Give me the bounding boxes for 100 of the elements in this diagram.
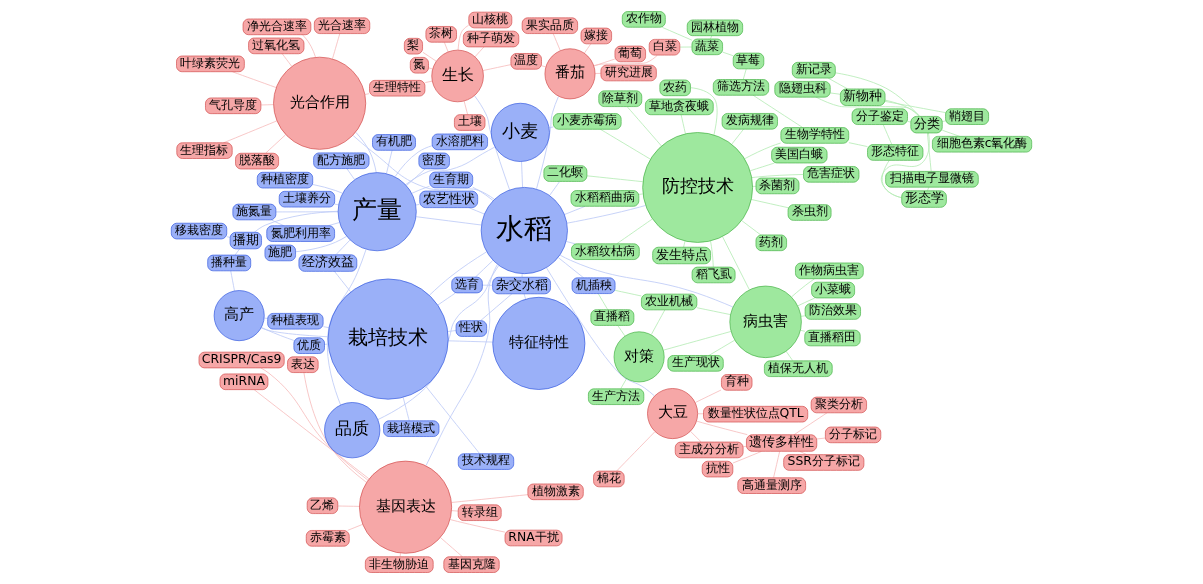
node-box: 移栽密度 (171, 222, 228, 240)
node-box: 发生特点 (652, 246, 711, 265)
node-box: 隐翅虫科 (774, 81, 831, 98)
connector (234, 248, 241, 256)
node-box: 遗传多样性 (746, 434, 818, 452)
connector (541, 65, 547, 68)
node-box: 嫁接 (580, 27, 612, 45)
connector (638, 193, 644, 195)
connector (722, 51, 734, 57)
connector (546, 267, 655, 397)
node-box: 土壤 (454, 114, 486, 131)
connector (482, 64, 512, 71)
node-box: 作物病虫害 (795, 262, 864, 280)
connector (884, 100, 946, 114)
connector (679, 46, 693, 48)
connector (620, 378, 627, 390)
connector (265, 134, 286, 154)
connector (536, 96, 559, 190)
connector (402, 397, 410, 422)
connector (732, 450, 763, 464)
connector (468, 207, 485, 215)
connector (334, 271, 352, 293)
node-box: 鞘翅目 (945, 108, 989, 125)
connector (386, 149, 393, 174)
node-circle: 光合作用 (273, 56, 367, 150)
node-box: 直播稻 (590, 309, 635, 326)
connector (437, 292, 456, 306)
connector (830, 92, 841, 95)
node-circle: 小麦 (490, 102, 550, 162)
node-box: 播期 (229, 231, 262, 250)
connector (394, 145, 433, 177)
node-box: 山核桃 (468, 11, 513, 29)
node-box: 生物学特性 (780, 127, 850, 144)
node-box: 生理特性 (369, 80, 426, 97)
node-circle: 水稻 (480, 187, 568, 274)
connector (523, 293, 526, 300)
node-box: 生产方法 (588, 388, 645, 405)
node-circle: 防控技术 (642, 132, 753, 243)
node-box: 育种 (721, 374, 753, 391)
connector (295, 235, 348, 253)
connector (457, 24, 470, 51)
connector (926, 132, 932, 172)
connector (424, 80, 433, 83)
connector (323, 326, 330, 329)
node-circle: 品质 (324, 402, 381, 459)
connector (327, 222, 340, 227)
node-box: 高通量测序 (737, 477, 806, 494)
node-box: 棉花 (593, 470, 625, 488)
connector (742, 68, 747, 80)
connector (614, 289, 642, 297)
connector (346, 168, 355, 180)
node-box: 种植表现 (267, 313, 324, 330)
node-box: 杀菌剂 (755, 177, 800, 195)
node-box: 美国白蛾 (771, 146, 828, 164)
connector (463, 100, 468, 115)
connector (583, 43, 592, 54)
connector (616, 218, 653, 245)
node-box: 稻飞虱 (691, 266, 736, 284)
connector (661, 26, 693, 41)
node-circle: 特征特性 (492, 296, 586, 390)
node-box: 光合速率 (314, 17, 371, 34)
node-box: 温度 (510, 53, 542, 70)
connector (549, 126, 554, 128)
connector (474, 46, 485, 58)
node-box: 农药 (659, 79, 691, 96)
node-box: RNA干扰 (504, 529, 563, 547)
connector (731, 128, 744, 145)
connector (480, 293, 513, 321)
node-box: 植保无人机 (764, 360, 833, 377)
node-box: 生理指标 (176, 142, 233, 159)
connector (303, 372, 367, 483)
node-box: 筛选方法 (712, 79, 770, 96)
connector (312, 184, 343, 194)
connector (425, 264, 498, 466)
node-box: 非生物胁迫 (365, 556, 434, 573)
connector (335, 239, 351, 255)
node-box: 数量性状位点QTL (703, 406, 809, 423)
connector (881, 160, 903, 199)
connector (415, 216, 482, 226)
connector (785, 350, 794, 361)
node-box: 土壤养分 (278, 191, 335, 208)
connector (680, 114, 686, 135)
connector (472, 186, 494, 201)
node-box: 植物激素 (527, 483, 584, 500)
connector (663, 331, 732, 351)
node-box: 技术规程 (457, 453, 515, 470)
node-box: 蔬菜 (691, 38, 723, 56)
connector (749, 162, 775, 172)
node-circle: 基因表达 (359, 460, 452, 554)
node-box: 氮肥利用率 (266, 225, 335, 242)
node-box: 形态学 (901, 190, 947, 208)
node-box: 农作物 (621, 11, 666, 28)
connector (443, 41, 449, 53)
connector (558, 257, 584, 279)
connector (752, 94, 803, 128)
connector (800, 329, 806, 332)
connector (411, 185, 430, 194)
connector (261, 327, 295, 341)
node-box: 杀虫剂 (787, 204, 832, 221)
node-box: 脱落酸 (235, 152, 279, 170)
